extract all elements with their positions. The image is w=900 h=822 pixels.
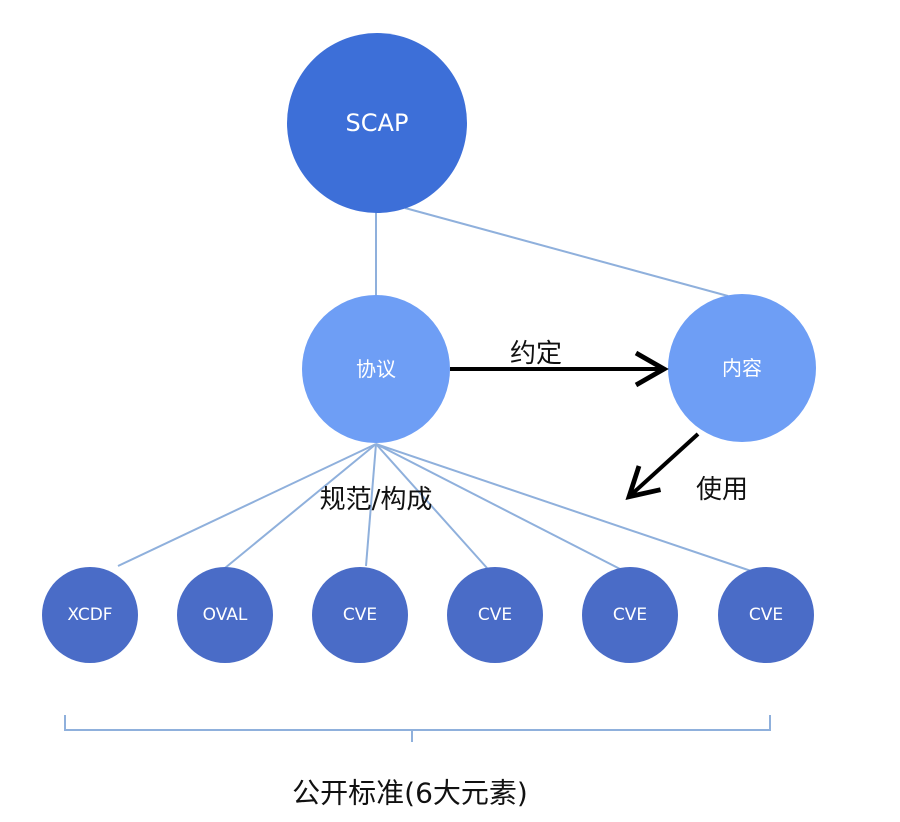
standard-node-circle [718,567,814,663]
connector-protocol-standard-4 [375,443,488,569]
standard-node: OVAL [177,567,273,663]
standard-node-circle [312,567,408,663]
protocol-node-circle [302,295,450,443]
standard-node-label: OVAL [203,605,248,625]
standard-node-circle [582,567,678,663]
connector-root-content [404,207,729,297]
standard-node-circle [447,567,543,663]
protocol-node: 协议 [302,295,450,443]
connector-protocol-standard-2 [224,443,377,569]
standard-node: XCDF [42,567,138,663]
root-node: SCAP [287,33,467,213]
standard-node-label: XCDF [67,605,112,625]
connector-protocol-standard-5 [375,443,623,571]
connector-protocol-standard-3 [365,443,377,567]
connector-protocol-standard-1 [117,443,377,567]
root-node-circle [287,33,467,213]
standard-node: CVE [582,567,678,663]
content-node: 内容 [668,294,816,442]
compose-label: 规范/构成 [320,485,433,515]
content-node-circle [668,294,816,442]
group-label: 公开标准(6大元素) [292,777,528,810]
standard-node-circle [177,567,273,663]
protocol-node-label: 协议 [356,357,396,381]
connector-protocol-standard-6 [375,443,761,575]
standard-nodes: XCDF OVAL CVE CVE CVE CVE [42,567,814,663]
standard-node-label: CVE [749,605,783,625]
standard-node: CVE [718,567,814,663]
standard-node-label: CVE [478,605,512,625]
standard-node: CVE [312,567,408,663]
content-node-label: 内容 [722,356,762,380]
use-label: 使用 [696,475,748,505]
standard-node-label: CVE [343,605,377,625]
standard-node: CVE [447,567,543,663]
standards-bracket [64,715,771,742]
agreement-label: 约定 [510,339,562,369]
standard-connectors [117,443,761,575]
standard-node-label: CVE [613,605,647,625]
standard-node-circle [42,567,138,663]
use-arrow [625,432,700,500]
root-node-label: SCAP [346,109,409,137]
